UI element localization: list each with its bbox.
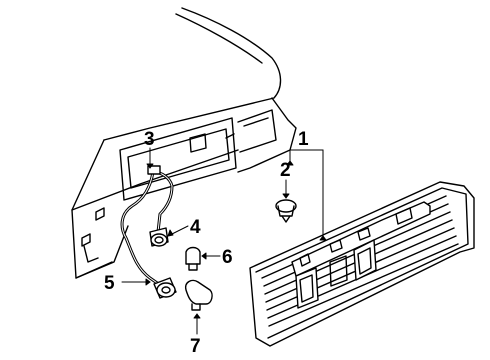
callout-4: 4	[190, 217, 201, 238]
leader-1	[289, 149, 324, 166]
push-retainer-clip	[275, 199, 297, 223]
callout-2: 2	[280, 160, 291, 181]
bulb	[184, 279, 213, 311]
callout-7: 7	[190, 336, 201, 357]
bulb-socket	[149, 227, 169, 247]
socket-harness-end	[153, 277, 177, 299]
leader-lines	[121, 147, 327, 335]
license-lamp-housing	[249, 181, 475, 347]
callout-3: 3	[144, 129, 155, 150]
wedge-bulb	[185, 246, 201, 271]
vehicle-rear-body	[71, 7, 297, 279]
callout-1: 1	[298, 129, 309, 150]
callout-labels: 1 2 3 4 5 6 7	[104, 129, 309, 357]
callout-6: 6	[222, 247, 233, 268]
wiring-harness	[120, 165, 174, 287]
callout-5: 5	[104, 273, 115, 294]
